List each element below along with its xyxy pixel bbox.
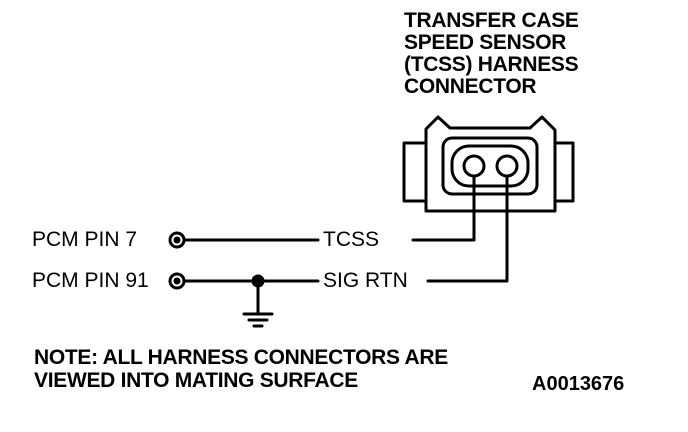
connector-title-line: SPEED SENSOR <box>404 31 567 54</box>
pcm-pin-91-terminal-dot <box>173 277 181 285</box>
note-line: VIEWED INTO MATING SURFACE <box>34 369 358 392</box>
tcss-wire-connector-side <box>411 174 476 242</box>
note-line: NOTE: ALL HARNESS CONNECTORS ARE <box>34 346 448 369</box>
pcm-pin-91-label: PCM PIN 91 <box>32 269 149 292</box>
connector-outline <box>402 115 575 213</box>
connector-title-line: CONNECTOR <box>404 75 537 98</box>
pcm-pin-7-terminal-dot <box>173 236 181 244</box>
terminal-tcss <box>462 154 486 178</box>
harness-connector <box>402 115 575 213</box>
circuit-sig-rtn <box>168 174 509 290</box>
connector-title-line: (TCSS) HARNESS <box>404 53 579 76</box>
circuit-tcss <box>168 174 476 249</box>
connector-insert <box>450 144 530 188</box>
ground-icon <box>242 279 274 328</box>
sig-rtn-signal-label: SIG RTN <box>323 269 408 292</box>
terminal-sig-rtn <box>495 154 519 178</box>
tcss-signal-label: TCSS <box>323 228 380 251</box>
connector-title: TRANSFER CASE SPEED SENSOR (TCSS) HARNES… <box>404 10 579 98</box>
pcm-pin-7-label: PCM PIN 7 <box>32 228 138 251</box>
connector-cavity <box>441 136 539 196</box>
connector-title-line: TRANSFER CASE <box>404 9 579 32</box>
sig-rtn-wire-connector-side <box>426 174 509 283</box>
figure-id: A0013676 <box>532 373 625 395</box>
mating-surface-note: NOTE: ALL HARNESS CONNECTORS ARE VIEWED … <box>34 346 448 392</box>
